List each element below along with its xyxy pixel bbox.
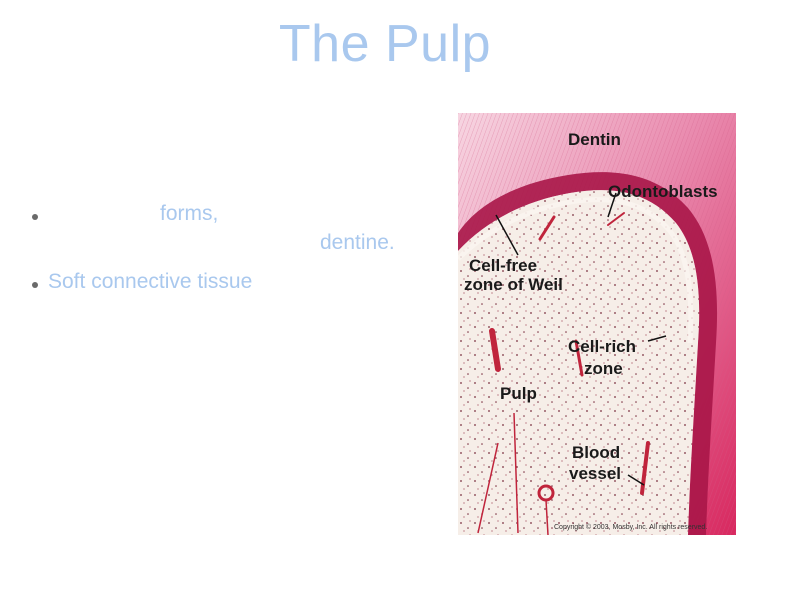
label-pulp: Pulp xyxy=(500,384,537,403)
label-cell-free-line1: Cell-free xyxy=(469,256,538,275)
slide-title: The Pulp xyxy=(278,15,492,73)
figure-copyright: Copyright © 2003, Mosby, Inc. All rights… xyxy=(554,524,708,531)
bullet-2-text: Soft connective tissue xyxy=(48,270,253,293)
label-cell-rich-line1: Cell-rich xyxy=(568,337,637,356)
label-blood-line2: vessel xyxy=(569,464,621,483)
pulp-histology-figure: Dentin Odontoblasts Cell-free zone of We… xyxy=(458,113,736,535)
label-blood-line1: Blood xyxy=(572,443,621,462)
label-dentin: Dentin xyxy=(568,130,621,149)
label-cell-free-line2: zone of Weil xyxy=(464,275,563,294)
bullet-dot-1 xyxy=(32,214,38,220)
label-cell-rich-line2: zone xyxy=(584,359,623,378)
bullet-dot-2 xyxy=(32,282,38,288)
bullet-1-text-a: forms, xyxy=(160,202,219,225)
bullet-1-text-b: dentine. xyxy=(320,231,395,254)
histology-image xyxy=(458,113,736,535)
label-odontoblasts: Odontoblasts xyxy=(608,182,718,201)
